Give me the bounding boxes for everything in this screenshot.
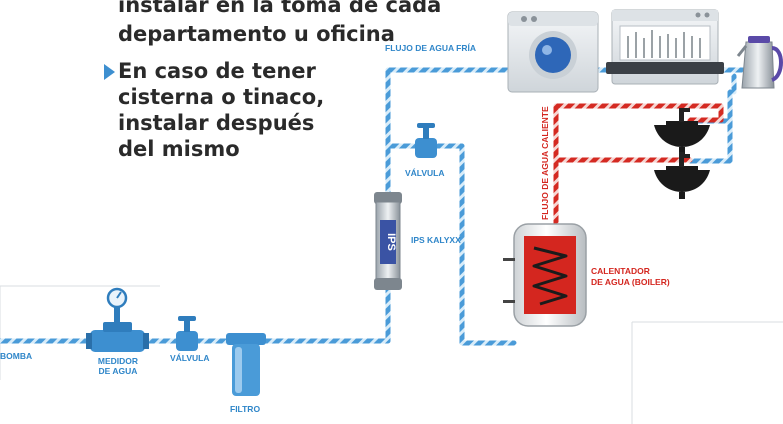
svg-text:IPS: IPS [385,233,397,251]
bullet-triangle-icon [104,64,115,80]
filter [226,333,266,396]
ips-kalyxx-unit: IPS [374,192,402,290]
label-filter: FILTRO [230,404,261,414]
hot-water-pipes [553,103,724,233]
bullet-1-line-1: instalar en la toma de cada [118,0,442,17]
background-lines [0,285,783,424]
label-hot-water-flow: FLUJO DE AGUA CALIENTE [540,106,550,220]
label-pump: BOMBA [0,351,33,361]
label-meter-line-1: MEDIDOR [97,356,139,366]
bullet-1-line-2: departamento u oficina [118,22,395,46]
washing-machine [507,11,599,93]
lower-valve [176,316,198,351]
dishwasher [606,9,724,85]
label-cold-water-flow: FLUJO DE AGUA FRÍA [385,43,476,53]
kettle [736,36,783,89]
bullet-2-line-1: En caso de tener [118,59,316,83]
bullet-2-line-4: del mismo [118,137,240,161]
label-ips-kalyxx: IPS Kalyxx [411,235,461,245]
sink-lower [654,152,710,199]
water-heater [503,223,587,327]
label-heater-line-2: DE AGUA (BOILER) [591,277,670,287]
label-meter-line-2: DE AGUA [98,366,138,376]
label-upper-valve: VÁLVULA [405,168,445,178]
bullet-2-line-2: cisterna o tinaco, [118,85,325,109]
bullet-2-line-3: instalar después [118,111,315,135]
water-meter [86,287,149,352]
sink-upper [654,108,710,154]
label-lower-valve: VÁLVULA [170,353,210,363]
label-heater-line-1: CALENTADOR [591,266,650,276]
upper-valve [415,123,437,158]
